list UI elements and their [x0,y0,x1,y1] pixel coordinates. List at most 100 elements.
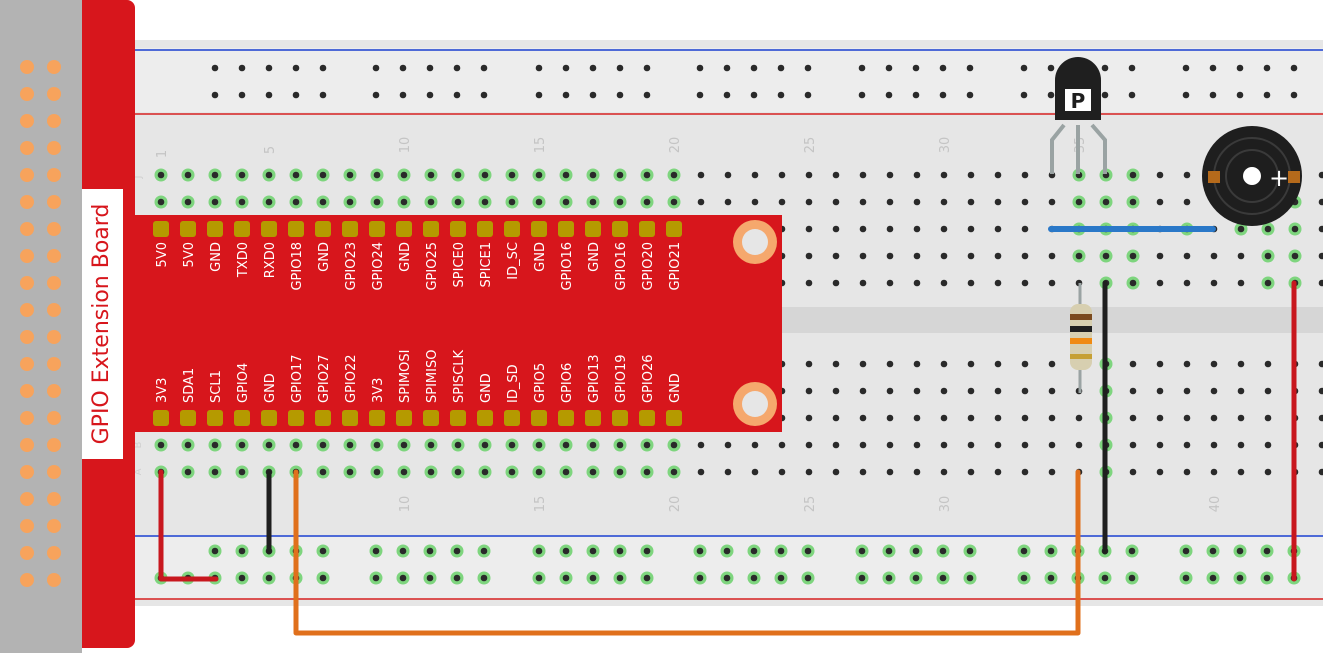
breadboard-hole[interactable] [1263,547,1271,555]
breadboard-hole[interactable] [1291,252,1299,260]
breadboard-hole[interactable] [1209,547,1217,555]
breadboard-hole[interactable] [967,468,975,476]
breadboard-hole[interactable] [1128,547,1136,555]
breadboard-hole[interactable] [399,547,407,555]
breadboard-hole[interactable] [1129,360,1137,368]
breadboard-hole[interactable] [697,468,705,476]
breadboard-hole[interactable] [859,198,867,206]
breadboard-hole[interactable] [562,547,570,555]
breadboard-hole[interactable] [319,574,327,582]
breadboard-hole[interactable] [1237,414,1245,422]
breadboard-hole[interactable] [832,387,840,395]
breadboard-hole[interactable] [1048,252,1056,260]
breadboard-hole[interactable] [805,279,813,287]
breadboard-hole[interactable] [966,91,974,99]
breadboard-hole[interactable] [1318,468,1323,476]
breadboard-hole[interactable] [805,387,813,395]
breadboard-hole[interactable] [723,64,731,72]
breadboard-hole[interactable] [939,574,947,582]
breadboard-hole[interactable] [1210,468,1218,476]
breadboard-hole[interactable] [777,547,785,555]
breadboard-hole[interactable] [616,468,624,476]
breadboard-hole[interactable] [481,171,489,179]
breadboard-hole[interactable] [399,91,407,99]
breadboard-hole[interactable] [1048,414,1056,422]
breadboard-hole[interactable] [967,441,975,449]
breadboard-hole[interactable] [1182,547,1190,555]
breadboard-hole[interactable] [589,91,597,99]
breadboard-hole[interactable] [1210,360,1218,368]
buzzer[interactable]: + [1202,126,1302,226]
breadboard-hole[interactable] [805,360,813,368]
breadboard-hole[interactable] [1264,225,1272,233]
breadboard-hole[interactable] [966,547,974,555]
breadboard-hole[interactable] [723,91,731,99]
breadboard-hole[interactable] [426,64,434,72]
breadboard-hole[interactable] [940,468,948,476]
breadboard-hole[interactable] [400,171,408,179]
breadboard-hole[interactable] [643,468,651,476]
breadboard-hole[interactable] [1183,198,1191,206]
breadboard-hole[interactable] [1318,279,1323,287]
breadboard-hole[interactable] [778,468,786,476]
breadboard-hole[interactable] [1156,198,1164,206]
breadboard-hole[interactable] [1236,547,1244,555]
breadboard-hole[interactable] [886,279,894,287]
breadboard-hole[interactable] [1183,468,1191,476]
breadboard-hole[interactable] [967,198,975,206]
breadboard-hole[interactable] [535,198,543,206]
breadboard-hole[interactable] [426,91,434,99]
breadboard-hole[interactable] [481,441,489,449]
breadboard-hole[interactable] [1318,252,1323,260]
breadboard-hole[interactable] [1210,414,1218,422]
breadboard-hole[interactable] [1209,64,1217,72]
breadboard-hole[interactable] [535,547,543,555]
breadboard-hole[interactable] [1128,91,1136,99]
breadboard-hole[interactable] [1129,414,1137,422]
breadboard-hole[interactable] [670,198,678,206]
breadboard-hole[interactable] [616,91,624,99]
breadboard-hole[interactable] [1020,64,1028,72]
breadboard-hole[interactable] [751,468,759,476]
breadboard-hole[interactable] [859,441,867,449]
breadboard-hole[interactable] [643,547,651,555]
breadboard-hole[interactable] [292,64,300,72]
breadboard-hole[interactable] [777,64,785,72]
breadboard-hole[interactable] [1047,574,1055,582]
breadboard-hole[interactable] [616,171,624,179]
breadboard-hole[interactable] [1101,574,1109,582]
breadboard-hole[interactable] [1264,441,1272,449]
breadboard-hole[interactable] [292,91,300,99]
breadboard-hole[interactable] [1075,198,1083,206]
breadboard-hole[interactable] [265,198,273,206]
breadboard-hole[interactable] [1128,64,1136,72]
breadboard-hole[interactable] [994,171,1002,179]
breadboard-hole[interactable] [859,171,867,179]
breadboard-hole[interactable] [562,198,570,206]
breadboard-hole[interactable] [616,64,624,72]
breadboard-hole[interactable] [1021,360,1029,368]
breadboard-hole[interactable] [238,468,246,476]
breadboard-hole[interactable] [1048,441,1056,449]
breadboard-hole[interactable] [885,547,893,555]
breadboard-hole[interactable] [319,171,327,179]
wire-orange-gpio17[interactable] [293,469,1081,636]
wire-red-3v3[interactable] [158,469,219,582]
breadboard-hole[interactable] [832,225,840,233]
breadboard-hole[interactable] [778,171,786,179]
breadboard-hole[interactable] [994,441,1002,449]
breadboard-hole[interactable] [346,198,354,206]
breadboard-hole[interactable] [1182,574,1190,582]
breadboard-hole[interactable] [481,468,489,476]
breadboard-hole[interactable] [535,441,543,449]
breadboard-hole[interactable] [724,468,732,476]
breadboard-hole[interactable] [1156,387,1164,395]
breadboard-hole[interactable] [454,441,462,449]
breadboard-hole[interactable] [939,547,947,555]
breadboard-hole[interactable] [751,171,759,179]
breadboard-hole[interactable] [967,279,975,287]
breadboard-hole[interactable] [1048,468,1056,476]
breadboard-hole[interactable] [292,441,300,449]
breadboard-hole[interactable] [1129,468,1137,476]
breadboard-hole[interactable] [723,547,731,555]
